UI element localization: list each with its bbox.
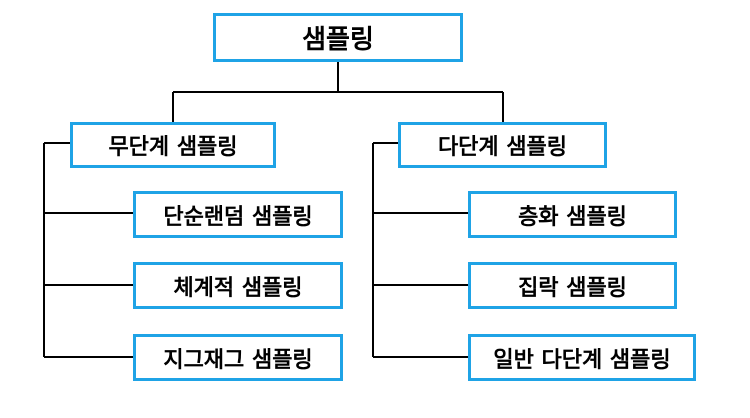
- leaf-node-2-2-label: 집락 샘플링: [518, 275, 627, 301]
- leaf-node-1-2: 체계적 샘플링: [133, 262, 343, 309]
- branch-node-1: 무단계 샘플링: [70, 122, 276, 168]
- leaf-node-2-2: 집락 샘플링: [468, 262, 677, 309]
- leaf-node-1-1-label: 단순랜덤 샘플링: [163, 204, 313, 230]
- branch-node-2: 다단계 샘플링: [398, 122, 607, 168]
- leaf-node-2-1-label: 층화 샘플링: [518, 204, 627, 230]
- leaf-node-1-1: 단순랜덤 샘플링: [133, 191, 343, 238]
- root-node-label: 샘플링: [302, 25, 374, 55]
- leaf-node-1-3: 지그재그 샘플링: [133, 334, 343, 381]
- leaf-node-2-3-label: 일반 다단계 샘플링: [493, 347, 671, 373]
- root-node: 샘플링: [213, 13, 463, 62]
- branch-node-2-label: 다단계 샘플링: [437, 135, 568, 160]
- leaf-node-2-3: 일반 다단계 샘플링: [468, 334, 696, 381]
- leaf-node-1-3-label: 지그재그 샘플링: [163, 347, 313, 373]
- leaf-node-1-2-label: 체계적 샘플링: [173, 275, 303, 301]
- leaf-node-2-1: 층화 샘플링: [468, 191, 677, 238]
- branch-node-1-label: 무단계 샘플링: [108, 135, 238, 160]
